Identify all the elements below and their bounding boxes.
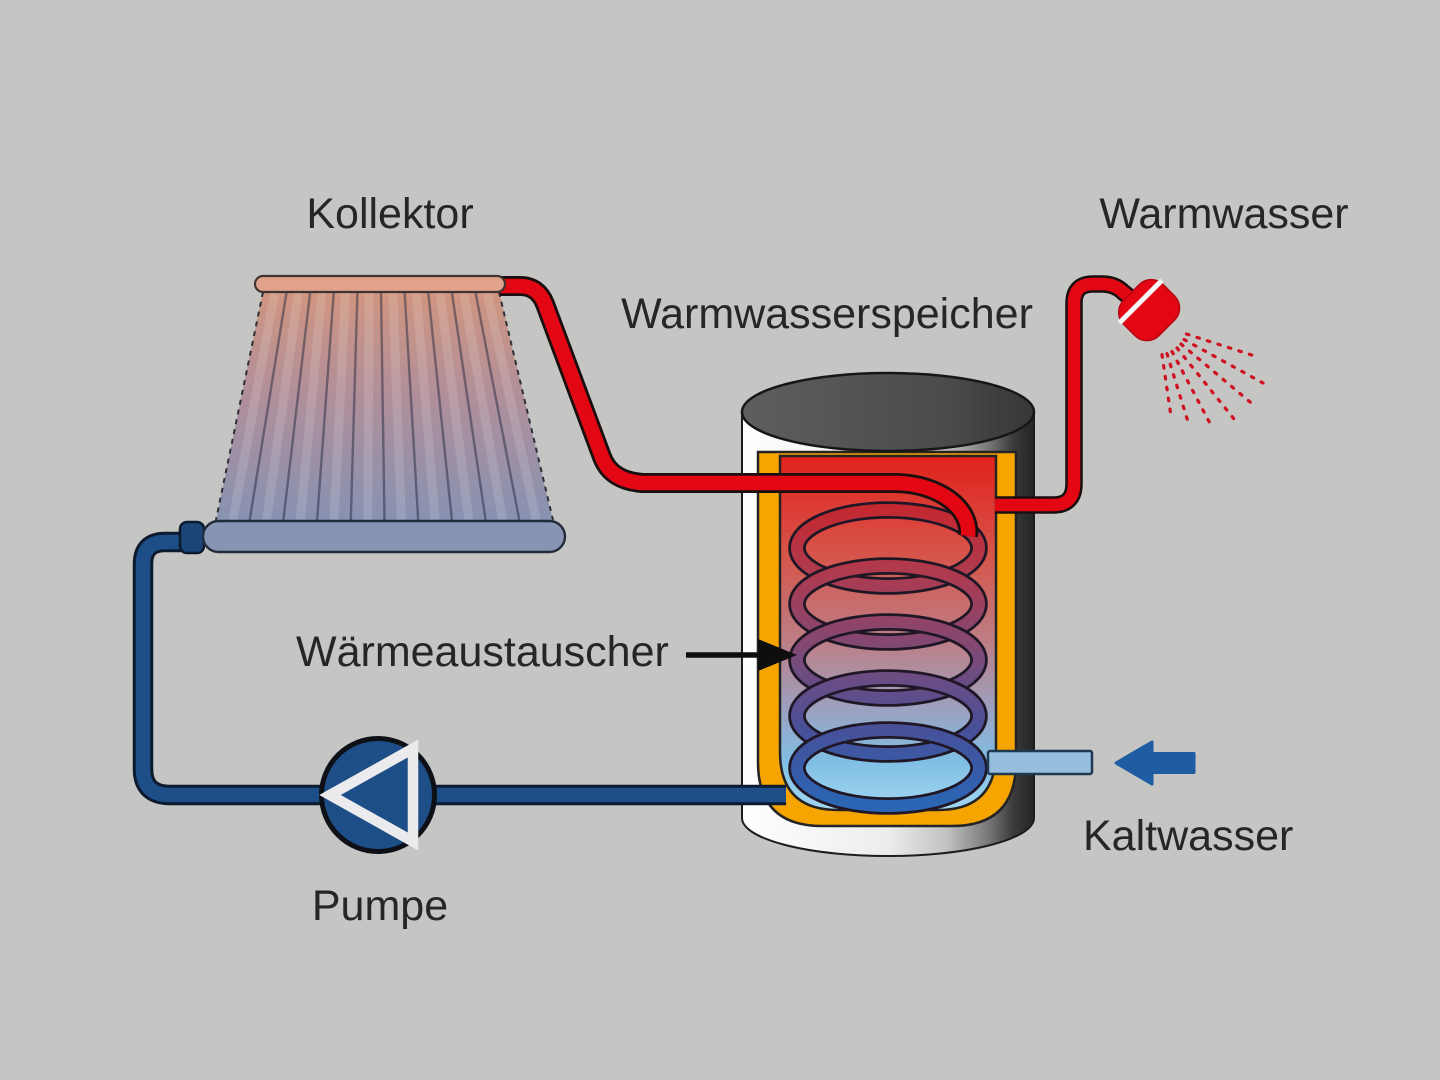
label-pumpe: Pumpe [312,882,448,930]
pump-rotor-triangle [319,739,419,851]
coil-loop [788,557,988,651]
cold-return-pipe [132,531,786,806]
label-waermeaustauscher: Wärmeaustauscher [296,628,669,676]
heat-exchanger-coil [788,501,988,815]
cold-water-inlet-pipe [986,749,1094,776]
cold-pipe-connector [178,520,206,555]
tank-lid [740,371,1036,453]
collector-tube-dividers [248,291,521,521]
label-warmwasser: Warmwasser [1099,190,1348,238]
collector-left-edge [215,291,264,521]
solar-collector [215,291,554,521]
coil-loop [788,613,988,707]
coil-loop [788,669,988,763]
collector-tube-highlights [228,291,541,521]
heat-exchanger-arrow [686,639,797,671]
label-kollektor: Kollektor [306,190,473,238]
cold-water-flow-arrow [1114,740,1196,786]
arrow-head [758,639,797,671]
label-kaltwasser: Kaltwasser [1083,812,1293,860]
collector-panel [216,291,553,521]
hot-outlet-pipe [995,275,1140,514]
shower-head-icon [1117,278,1181,342]
collector-bottom-manifold [201,519,567,554]
coil-loop [788,721,988,815]
label-warmwasserspeicher: Warmwasserspeicher [621,290,1033,338]
coil-loop [788,501,988,595]
shower-spray [1160,332,1265,431]
collector-top-manifold [253,274,507,294]
pump-symbol [319,736,437,854]
hot-supply-pipe [500,276,979,538]
